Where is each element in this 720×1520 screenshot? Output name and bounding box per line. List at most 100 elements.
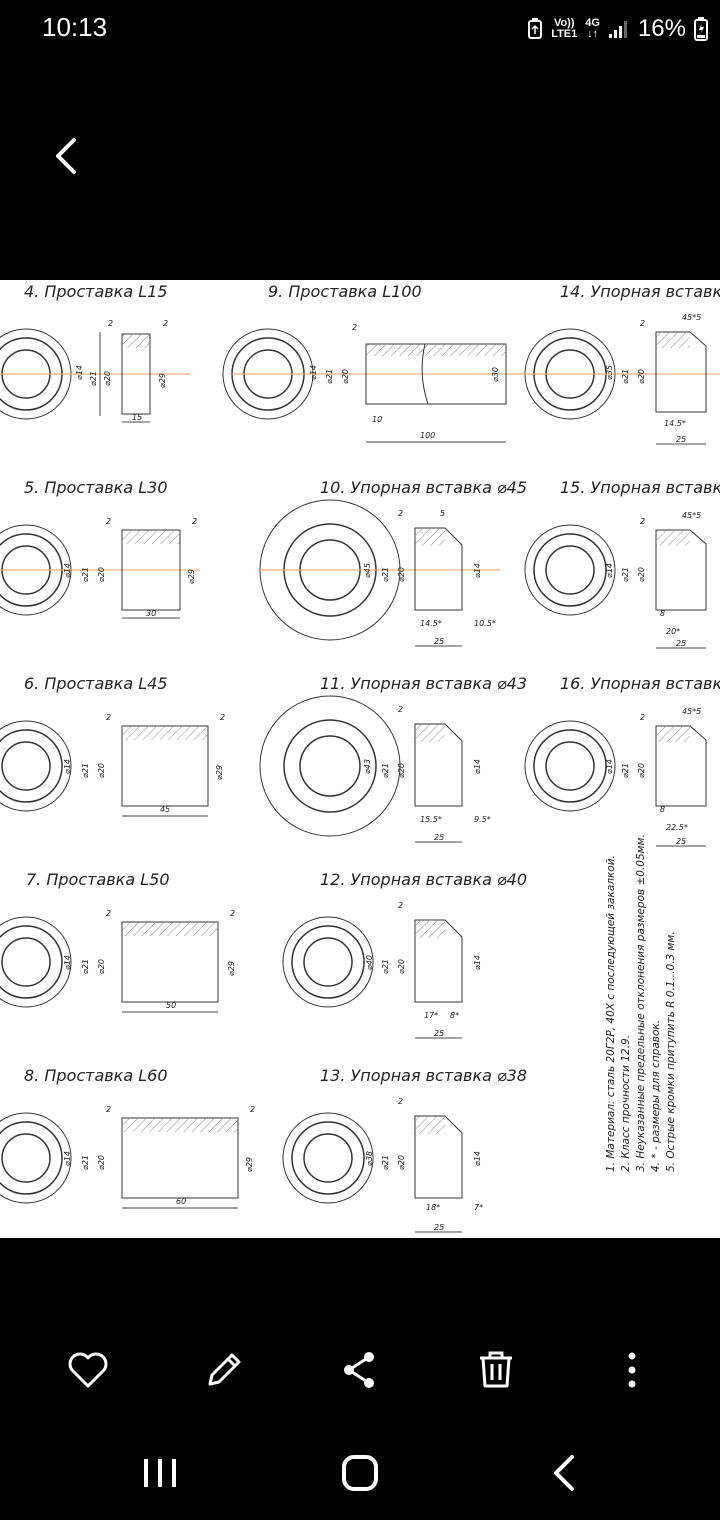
part-title: 10. Упорная вставка ⌀45 xyxy=(320,478,527,497)
svg-text:⌀14: ⌀14 xyxy=(473,759,482,774)
svg-text:⌀21: ⌀21 xyxy=(381,567,390,582)
svg-text:⌀14: ⌀14 xyxy=(605,759,614,774)
svg-text:8: 8 xyxy=(660,609,665,618)
svg-text:2: 2 xyxy=(163,319,168,328)
part-11-insert-43: 11. Упорная вставка ⌀43 ⌀43 ⌀21 ⌀20 ⌀14 … xyxy=(259,674,527,843)
svg-text:⌀14: ⌀14 xyxy=(63,759,72,774)
pencil-icon xyxy=(208,1353,241,1386)
svg-text:25: 25 xyxy=(676,435,686,444)
part-title: 12. Упорная вставка ⌀40 xyxy=(320,870,527,889)
svg-text:2: 2 xyxy=(640,319,645,328)
svg-text:⌀21: ⌀21 xyxy=(81,959,90,974)
svg-text:⌀20: ⌀20 xyxy=(397,567,406,582)
svg-text:⌀20: ⌀20 xyxy=(103,371,112,386)
svg-text:10: 10 xyxy=(372,415,382,424)
svg-text:⌀20: ⌀20 xyxy=(397,763,406,778)
recent-apps-button[interactable] xyxy=(130,1445,190,1501)
svg-text:15.5*: 15.5* xyxy=(420,815,442,824)
recent-apps-icon xyxy=(144,1459,176,1487)
svg-text:50: 50 xyxy=(166,1001,176,1010)
svg-text:⌀14: ⌀14 xyxy=(63,955,72,970)
part-15-insert: 15. Упорная вставка ⌀3 ⌀14 ⌀21 ⌀20 2 45*… xyxy=(524,478,720,649)
svg-text:⌀21: ⌀21 xyxy=(81,567,90,582)
more-vertical-icon xyxy=(628,1352,636,1388)
svg-text:100: 100 xyxy=(420,431,435,440)
trash-icon xyxy=(480,1351,512,1388)
svg-text:⌀20: ⌀20 xyxy=(637,369,646,384)
svg-text:⌀20: ⌀20 xyxy=(341,369,350,384)
favorite-button[interactable] xyxy=(60,1342,116,1398)
svg-text:2: 2 xyxy=(106,909,111,918)
svg-text:2: 2 xyxy=(398,509,403,518)
part-title: 9. Проставка L100 xyxy=(268,282,422,301)
nav-back-button[interactable] xyxy=(534,1445,594,1501)
svg-text:45: 45 xyxy=(160,805,170,814)
svg-text:⌀21: ⌀21 xyxy=(81,763,90,778)
part-title: 7. Проставка L50 xyxy=(26,870,170,889)
svg-text:60: 60 xyxy=(176,1197,186,1206)
svg-text:⌀20: ⌀20 xyxy=(97,763,106,778)
svg-text:⌀20: ⌀20 xyxy=(97,1155,106,1170)
image-viewer[interactable]: 4. Проставка L15 ⌀14 ⌀21 ⌀20 ⌀29 2 2 15 … xyxy=(0,280,720,1238)
svg-text:25: 25 xyxy=(434,1029,444,1038)
part-title: 13. Упорная вставка ⌀38 xyxy=(320,1066,527,1085)
part-title: 8. Проставка L60 xyxy=(24,1066,168,1085)
technical-drawing: 4. Проставка L15 ⌀14 ⌀21 ⌀20 ⌀29 2 2 15 … xyxy=(0,282,720,1233)
back-button[interactable] xyxy=(40,128,96,184)
more-options-button[interactable] xyxy=(604,1342,660,1398)
svg-text:45*5: 45*5 xyxy=(682,707,701,716)
part-title: 4. Проставка L15 xyxy=(24,282,168,301)
svg-text:9.5*: 9.5* xyxy=(474,815,491,824)
svg-text:⌀21: ⌀21 xyxy=(381,763,390,778)
svg-text:25: 25 xyxy=(676,639,686,648)
svg-text:25: 25 xyxy=(676,837,686,846)
svg-text:2: 2 xyxy=(192,517,197,526)
svg-text:⌀14: ⌀14 xyxy=(63,1151,72,1166)
svg-text:25: 25 xyxy=(434,637,444,646)
svg-text:⌀14: ⌀14 xyxy=(473,563,482,578)
part-title: 16. Упорная вставка ⌀2 xyxy=(560,674,720,693)
part-13-insert-38: 13. Упорная вставка ⌀38 ⌀38 ⌀21 ⌀20 ⌀14 … xyxy=(282,1066,527,1233)
status-icons: Vo)) LTE1 4G ↓↑ 16% xyxy=(527,14,708,44)
svg-text:⌀29: ⌀29 xyxy=(215,765,224,780)
svg-text:4. * - размеры для справок.: 4. * - размеры для справок. xyxy=(650,1020,662,1172)
svg-text:2: 2 xyxy=(640,713,645,722)
svg-text:⌀14: ⌀14 xyxy=(63,563,72,578)
svg-text:⌀45: ⌀45 xyxy=(363,563,372,578)
share-icon xyxy=(344,1352,374,1388)
svg-text:⌀14: ⌀14 xyxy=(309,365,318,380)
svg-text:2: 2 xyxy=(398,901,403,910)
svg-text:⌀21: ⌀21 xyxy=(81,1155,90,1170)
svg-text:1. Материал: сталь 20Г2Р, 40Х: 1. Материал: сталь 20Г2Р, 40Х с последую… xyxy=(605,855,617,1172)
delete-button[interactable] xyxy=(468,1342,524,1398)
action-bar xyxy=(0,1320,720,1420)
svg-text:5. Острые кромки притупить R 0: 5. Острые кромки притупить R 0.1...0.3 м… xyxy=(665,931,677,1172)
part-10-insert-45: 10. Упорная вставка ⌀45 ⌀45 ⌀21 ⌀20 ⌀14 … xyxy=(258,478,527,647)
part-8-spacer-l60: 8. Проставка L60 ⌀14 ⌀21 ⌀20 ⌀29 2 2 60 xyxy=(0,1066,255,1209)
svg-text:3. Неуказанные предельные откл: 3. Неуказанные предельные отклонения раз… xyxy=(635,834,647,1172)
svg-text:2: 2 xyxy=(106,713,111,722)
edit-button[interactable] xyxy=(196,1342,252,1398)
svg-text:⌀29: ⌀29 xyxy=(245,1157,254,1172)
svg-text:⌀40: ⌀40 xyxy=(365,955,374,970)
svg-text:2: 2 xyxy=(106,517,111,526)
share-button[interactable] xyxy=(332,1342,388,1398)
svg-text:⌀14: ⌀14 xyxy=(473,955,482,970)
drawing-notes: 1. Материал: сталь 20Г2Р, 40Х с последую… xyxy=(605,834,677,1172)
svg-text:⌀35: ⌀35 xyxy=(605,365,614,380)
svg-text:8*: 8* xyxy=(450,1011,459,1020)
svg-text:⌀20: ⌀20 xyxy=(637,763,646,778)
svg-text:⌀29: ⌀29 xyxy=(158,373,167,388)
battery-charging-icon xyxy=(694,17,708,41)
svg-text:⌀14: ⌀14 xyxy=(473,1151,482,1166)
svg-text:25: 25 xyxy=(434,833,444,842)
svg-text:45*5: 45*5 xyxy=(682,313,701,322)
svg-text:⌀43: ⌀43 xyxy=(363,759,372,774)
svg-text:⌀21: ⌀21 xyxy=(621,369,630,384)
home-button[interactable] xyxy=(330,1445,390,1501)
system-nav-bar xyxy=(0,1425,720,1520)
volte-indicator: Vo)) LTE1 xyxy=(551,17,578,40)
svg-text:25: 25 xyxy=(434,1223,444,1232)
svg-text:8: 8 xyxy=(660,805,665,814)
part-12-insert-40: 12. Упорная вставка ⌀40 ⌀40 ⌀21 ⌀20 ⌀14 … xyxy=(282,870,527,1039)
